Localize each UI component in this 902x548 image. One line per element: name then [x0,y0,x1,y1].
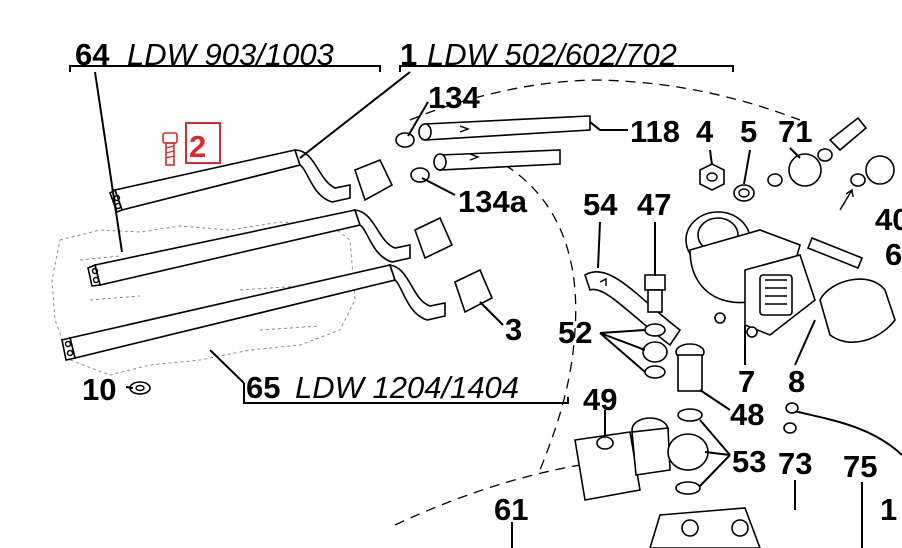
callout-7: 7 [738,364,755,399]
callout-1-number: 1 [400,37,417,72]
rail-1 [87,209,454,287]
pin-6 [806,236,864,270]
screw-2 [162,122,221,166]
callout-61: 61 [494,492,528,527]
callout-54: 54 [583,187,618,222]
bolt-47 [642,274,668,379]
solenoid-49 [574,408,709,501]
callout-4: 4 [696,114,714,149]
callout-134a: 134a [458,184,528,219]
banjo-71 [767,116,895,211]
callout-2: 2 [189,129,206,164]
callout-118: 118 [630,114,680,149]
callout-64-number: 64 [75,37,110,72]
callout-134: 134 [428,80,480,115]
callout-75: 75 [843,449,877,484]
callout-1-right: 1 [880,492,897,527]
callout-5: 5 [740,114,757,149]
hose-118 [418,115,591,171]
callout-64-model: LDW 903/1003 [127,37,334,72]
callout-65-number: 65 [246,370,280,405]
bracket-73 [649,507,761,548]
nut-4 [699,163,755,202]
callout-10: 10 [82,372,116,407]
callout-52: 52 [558,315,592,350]
leader-lines [69,65,863,548]
rail-65 [61,264,494,361]
rail-64 [109,149,394,214]
guide-dashes [394,79,801,526]
callout-40: 40 [875,202,902,237]
fuel-pump-7 [685,211,816,338]
callout-71: 71 [778,114,812,149]
wire [789,409,902,456]
gasket-8 [819,278,896,343]
fitting-48 [675,343,705,392]
callout-1-model: LDW 502/602/702 [427,37,677,72]
callout-48: 48 [730,397,764,432]
callout-47: 47 [637,187,671,222]
callout-65-model: LDW 1204/1404 [295,370,519,405]
callout-49: 49 [583,382,617,417]
callout-73: 73 [778,446,812,481]
callout-8: 8 [788,364,805,399]
callout-3: 3 [505,312,522,347]
callout-53: 53 [732,444,766,479]
callout-6: 6 [885,237,902,272]
